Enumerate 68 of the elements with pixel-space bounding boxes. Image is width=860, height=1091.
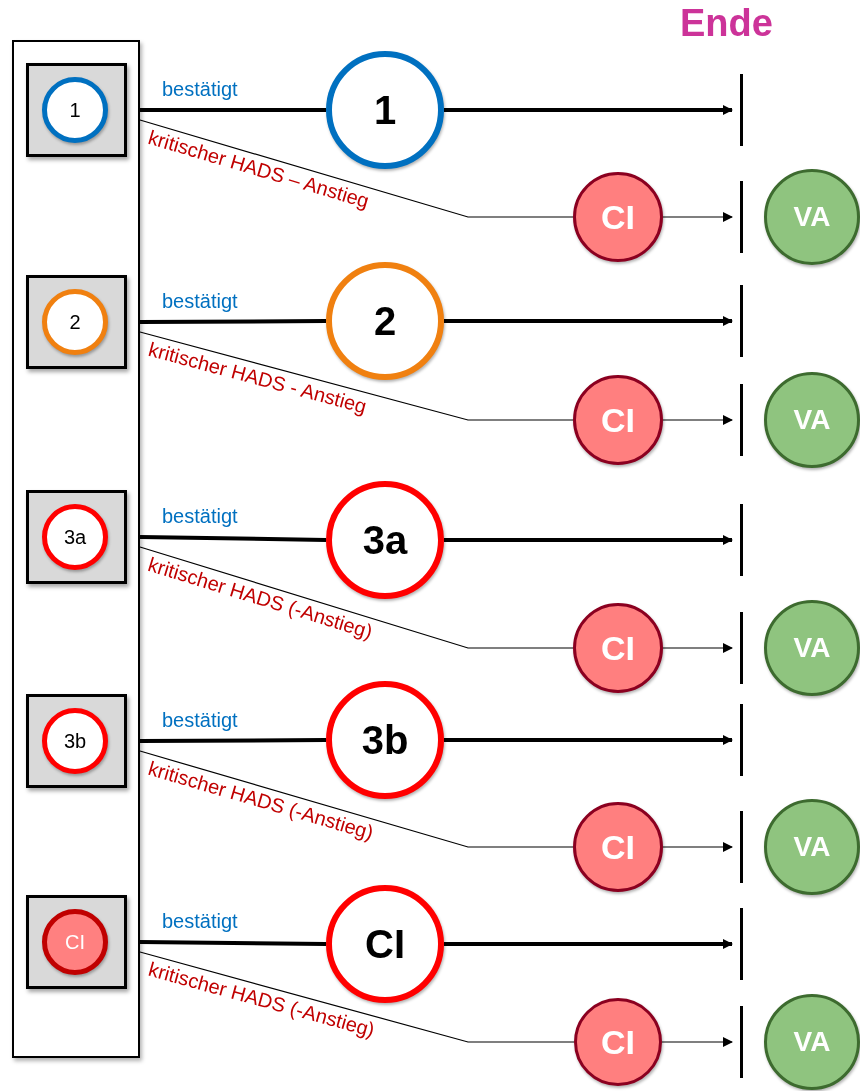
node-text: CI (601, 400, 635, 440)
edge-label: kritischer HADS - Anstieg (146, 338, 369, 419)
node-text: VA (793, 201, 831, 233)
node-text: CI (601, 628, 635, 668)
connector-line (139, 119, 574, 218)
node-text: 2 (69, 310, 81, 334)
node-text: CI (65, 930, 85, 954)
node-text: VA (793, 404, 831, 436)
status-circle (42, 77, 108, 143)
end-bar (740, 704, 743, 776)
end-bar (740, 384, 743, 456)
end-bar (740, 181, 743, 253)
status-circle (42, 708, 108, 774)
end-bar (740, 1006, 743, 1078)
row-box (26, 694, 127, 788)
node-text: 3b (63, 729, 87, 753)
arrow (444, 105, 733, 115)
node-text: 1 (373, 87, 397, 133)
arrow (661, 1037, 733, 1047)
connector-line (140, 319, 326, 324)
node-text: 3a (63, 525, 87, 549)
connector-line (139, 535, 327, 542)
connector-line (139, 951, 575, 1043)
arrow (662, 643, 733, 653)
end-bar (740, 74, 743, 146)
arrow (444, 735, 733, 745)
edge-label: bestätigt (162, 910, 238, 933)
node-text: CI (601, 197, 635, 237)
node-text: VA (793, 632, 831, 664)
arrow (444, 939, 733, 949)
end-bar (740, 612, 743, 684)
connector-line (139, 940, 327, 946)
end-bar (740, 811, 743, 883)
edge-label: bestätigt (162, 709, 238, 732)
node-text: CI (365, 921, 405, 967)
arrow (444, 535, 733, 545)
connector-line (140, 738, 326, 743)
node-text: 3a (362, 517, 408, 563)
heading: Ende (680, 2, 773, 45)
node-text: CI (601, 1022, 635, 1062)
column-panel (12, 40, 140, 1058)
node-text: VA (793, 831, 831, 863)
connector-line (139, 546, 574, 649)
edge-label: bestätigt (162, 290, 238, 313)
connector-line (139, 331, 574, 421)
arrow (662, 415, 733, 425)
node-text: 1 (69, 98, 81, 122)
node-text: 3b (361, 717, 409, 763)
end-bar (740, 504, 743, 576)
status-circle (42, 504, 108, 570)
node-text: 2 (373, 298, 397, 344)
arrow (662, 842, 733, 852)
arrow (662, 212, 733, 222)
status-circle (42, 909, 108, 975)
node-text: VA (793, 1026, 831, 1058)
row-box (26, 275, 127, 369)
row-box (26, 490, 127, 584)
edge-label: bestätigt (162, 78, 238, 101)
row-box (26, 895, 127, 989)
node-text: CI (601, 827, 635, 867)
end-bar (740, 285, 743, 357)
arrow (444, 316, 733, 326)
status-circle (42, 289, 108, 355)
end-bar (740, 908, 743, 980)
connector-line (140, 108, 326, 112)
row-box (26, 63, 127, 157)
edge-label: bestätigt (162, 505, 238, 528)
connector-line (139, 750, 574, 848)
